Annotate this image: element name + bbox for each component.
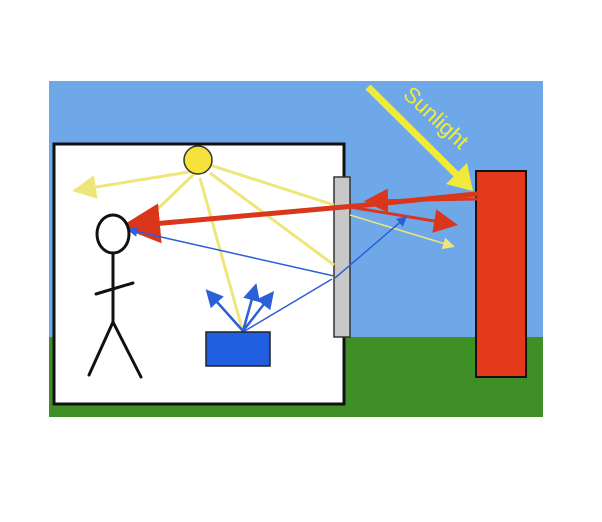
floor-object [205,331,271,367]
lamp-rays [72,163,335,333]
box-reflections [205,283,275,332]
reflected-light-red [120,188,479,244]
light-exit-ray [349,214,455,250]
stick-figure-icon [87,213,143,379]
building [475,170,527,378]
window [333,176,351,338]
sun-lamp-icon [183,145,213,175]
room [52,142,346,406]
sunlight-arrow [365,84,473,191]
reflected-light-blue [127,216,408,333]
